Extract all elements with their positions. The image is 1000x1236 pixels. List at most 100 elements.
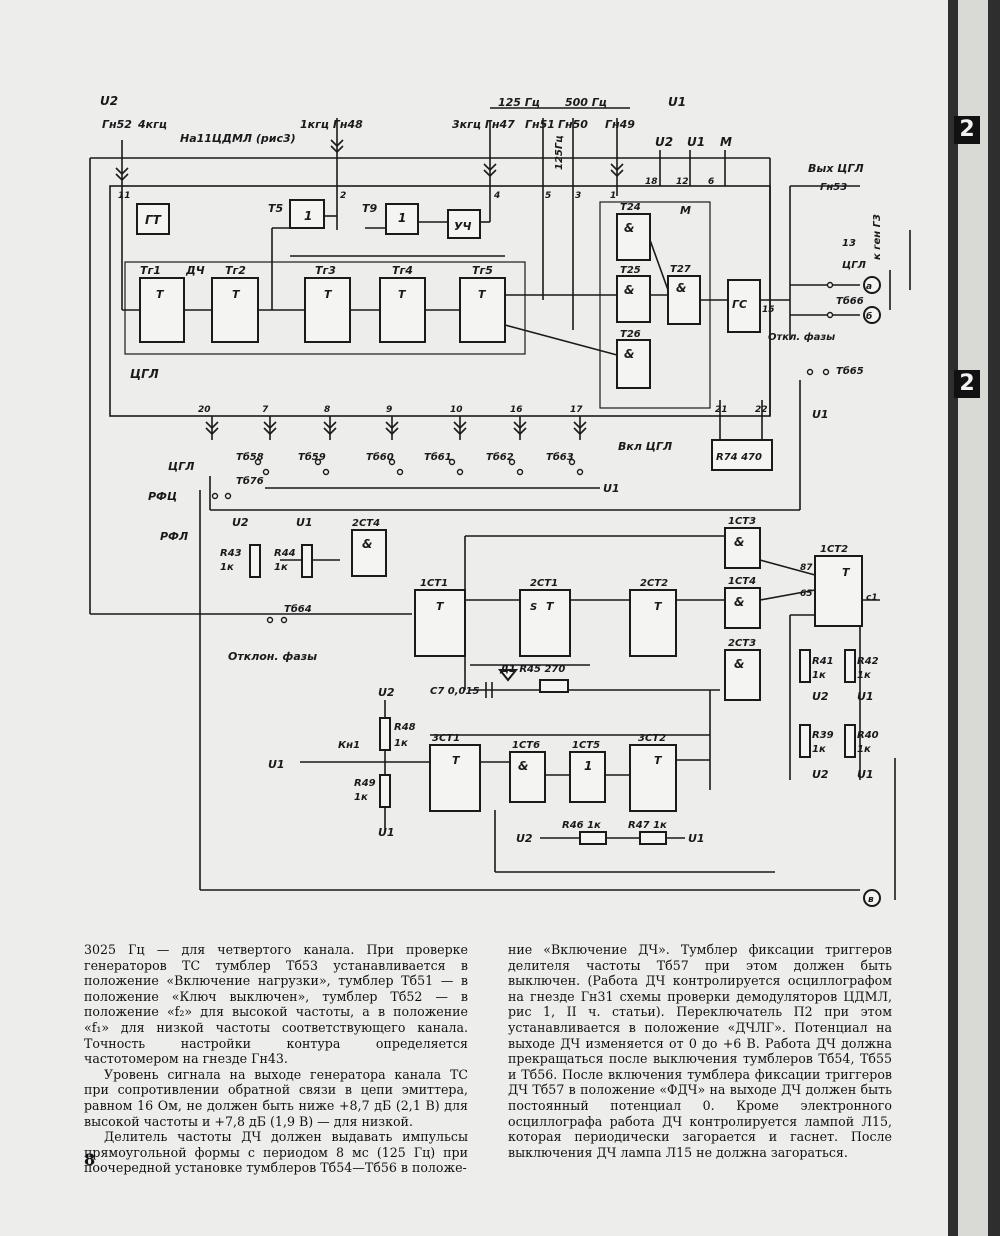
pin-10: 10 [450, 405, 463, 415]
st3-2-and: & [734, 657, 744, 671]
st1-1-t: Т [436, 600, 445, 613]
label-u2-r46: U2 [516, 832, 533, 845]
pin-1: 1 [610, 191, 616, 201]
st5-1-one: 1 [584, 759, 592, 773]
pin-4: 4 [493, 191, 500, 201]
tg4-label: Тг4 [392, 264, 413, 277]
st4-2-label: 2СТ4 [352, 518, 380, 529]
st1-1-block [414, 589, 466, 657]
pin-3: 3 [575, 191, 581, 201]
t24-label: Т24 [620, 202, 641, 213]
dch-frame [124, 261, 526, 355]
tg5-t: Т [478, 288, 487, 301]
pin-8: 8 [324, 405, 330, 415]
terminal-v-label: в [868, 895, 874, 905]
st1-2-t: Т [546, 600, 555, 613]
label-cgl-small: ЦГЛ [842, 260, 867, 271]
label-c1: с1 [866, 593, 878, 603]
label-500hz: 500 Гц [565, 96, 607, 109]
pin-21: 21 [715, 405, 728, 415]
label-gn50: Гн50 [558, 118, 588, 131]
tg4-block [379, 277, 426, 343]
tg4-t: Т [398, 288, 407, 301]
dch-label: ДЧ [185, 264, 205, 277]
tb60-label: Тб60 [366, 451, 394, 463]
tb76-label: Тб76 [236, 475, 264, 487]
r49-value: 1к [354, 792, 368, 803]
t26-label: Т26 [620, 329, 641, 340]
tg3-t: Т [324, 288, 333, 301]
r42-label: R42 [857, 656, 879, 667]
tg5-label: Тг5 [472, 264, 493, 277]
st2-2-t: Т [654, 600, 663, 613]
st5-1-label: 1СТ5 [572, 740, 600, 751]
st4-1-and: & [734, 595, 744, 609]
label-u1-r44: U1 [296, 516, 313, 529]
r49-label: R49 [354, 778, 376, 789]
t27-label: Т27 [670, 264, 691, 275]
otklon-fazy-label: Отклон. фазы [228, 650, 317, 663]
r48-resistor [379, 717, 391, 751]
r39-resistor [799, 724, 811, 758]
st3-2-label: 2СТ3 [728, 638, 756, 649]
tb61-label: Тб61 [424, 451, 452, 463]
st1-2-s: S [530, 602, 537, 613]
r47-label: R47 1к [628, 820, 667, 831]
tb62-label: Тб62 [486, 451, 514, 463]
r45-resistor [539, 679, 569, 693]
r44-resistor [301, 544, 313, 578]
tg3-block [304, 277, 351, 343]
cgl-label: ЦГЛ [130, 367, 159, 381]
label-u1-r47: U1 [688, 832, 705, 845]
st2-3-block [629, 744, 677, 812]
st6-1-block [509, 751, 546, 803]
r43-label: R43 [220, 548, 242, 559]
t24-block [616, 213, 651, 261]
r39-value: 1к [812, 744, 826, 755]
tb64-label: Тб64 [284, 603, 312, 615]
r44-value: 1к [274, 562, 288, 573]
pin-17: 17 [570, 405, 583, 415]
pin-9: 9 [386, 405, 392, 415]
r47-resistor [639, 831, 667, 845]
t27-block [667, 275, 701, 325]
m-frame [599, 201, 711, 409]
st1-3-block [429, 744, 481, 812]
label-u1-r40: U1 [857, 768, 874, 781]
tg1-block [139, 277, 185, 343]
c7-label: С7 0,015 [430, 686, 479, 697]
paragraph-left-1: 3025 Гц — для четвертого канала. При про… [84, 942, 468, 1067]
adjacent-page-paper [958, 0, 988, 1236]
st3-2-block [724, 649, 761, 701]
t25-and: & [624, 283, 634, 297]
st4-2-and: & [362, 537, 372, 551]
r49-resistor [379, 774, 391, 808]
st4-2-block [351, 529, 387, 577]
tg2-t: Т [232, 288, 241, 301]
r42-resistor [844, 649, 856, 683]
label-4khz: 4кгц [137, 118, 167, 131]
label-gn51: Гн51 [525, 118, 555, 131]
section-tab-2: 2 [954, 370, 980, 398]
label-u2-top: U2 [100, 94, 118, 108]
lamp-b [863, 306, 881, 324]
tg5-block [459, 277, 506, 343]
tb63-label: Тб63 [546, 451, 574, 463]
label-u1-m: U1 [687, 135, 705, 149]
r74-block [711, 439, 773, 471]
label-u2-r48: U2 [378, 686, 395, 699]
label-u1-top: U1 [668, 95, 686, 109]
r40-value: 1к [857, 744, 871, 755]
tg2-label: Тг2 [225, 264, 246, 277]
label-u1-kn1: U1 [268, 758, 285, 771]
st4-1-block [724, 587, 761, 629]
kn1-label: Кн1 [338, 740, 360, 751]
st1-1-label: 1СТ1 [420, 578, 448, 589]
st1-3-label: 3СТ1 [432, 733, 460, 744]
pin-2: 2 [340, 191, 346, 201]
t25-block [616, 275, 651, 323]
r41-value: 1к [812, 670, 826, 681]
r39-label: R39 [812, 730, 834, 741]
label-gn47: 3кгц Гн47 [452, 118, 515, 131]
tg1-label: Тг1 [140, 264, 161, 277]
